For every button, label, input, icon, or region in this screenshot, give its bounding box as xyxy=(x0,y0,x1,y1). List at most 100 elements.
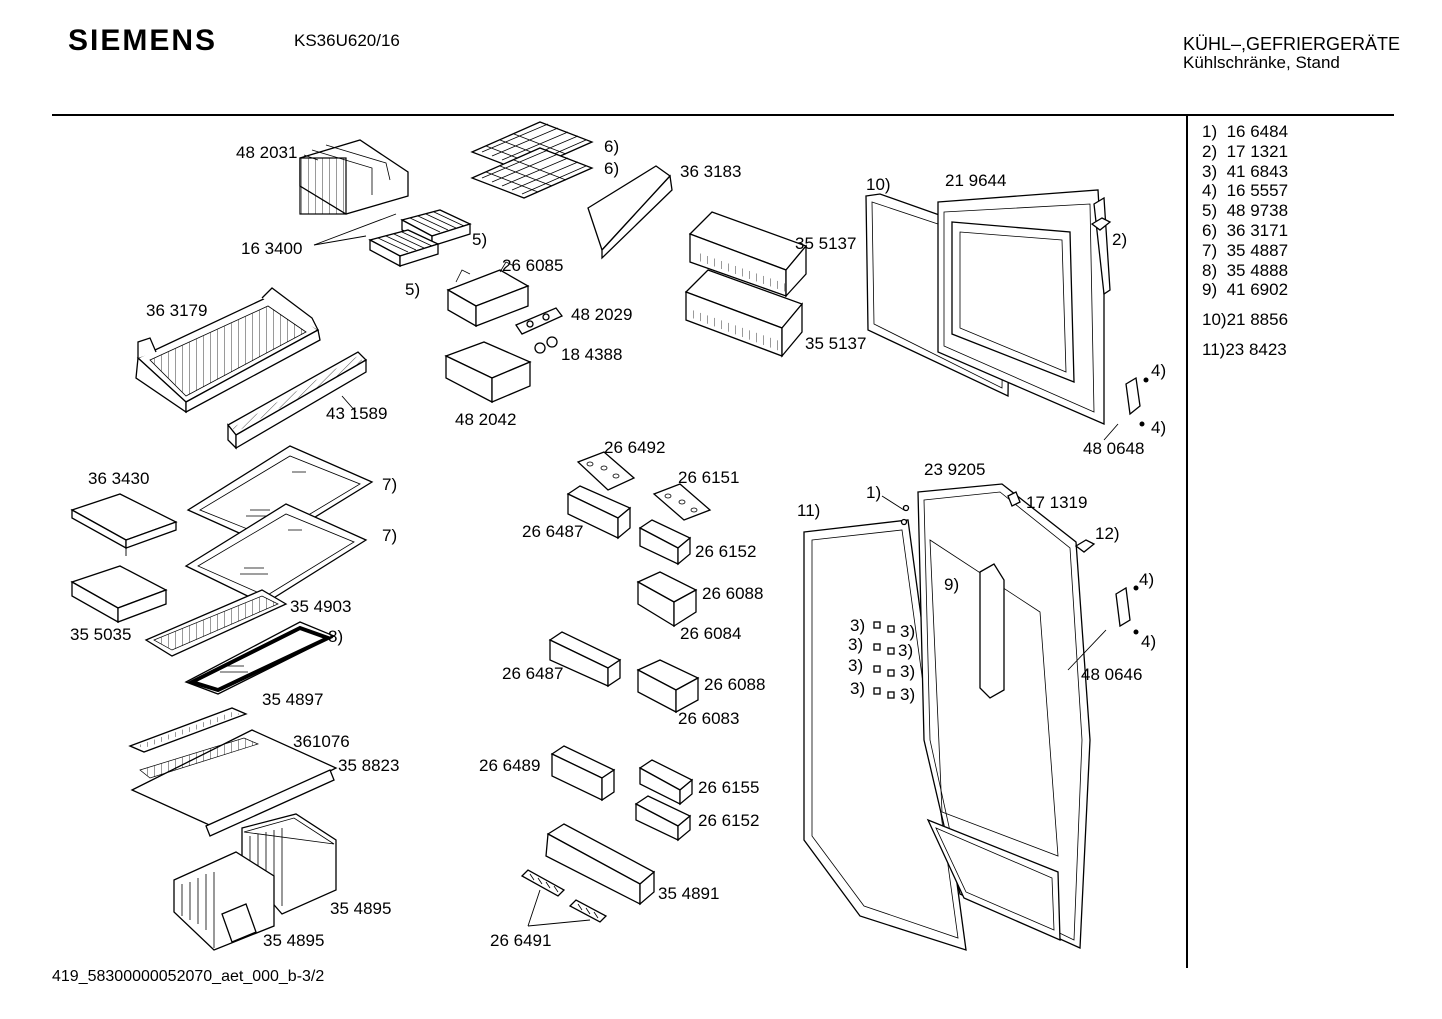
label-36-3179: 36 3179 xyxy=(146,301,207,320)
part-17-1319 xyxy=(1007,491,1021,507)
ref-2: 2) xyxy=(1112,230,1127,249)
bottle-rack-35-4891 xyxy=(545,823,656,906)
ref-3-left-1: 3) xyxy=(850,616,865,635)
label-26-6088-upper: 26 6088 xyxy=(702,584,763,603)
label-48-2029: 48 2029 xyxy=(571,305,632,324)
glass-shelf-35-4897 xyxy=(184,621,336,695)
legend-item: 11)23 8423 xyxy=(1202,339,1287,359)
door-bin-26-6152-lower xyxy=(634,795,692,842)
brand-logo: SIEMENS xyxy=(68,24,218,57)
document-id: 419_58300000052070_aet_000_b-3/2 xyxy=(52,968,325,985)
ref-5-lower: 5) xyxy=(405,280,420,299)
label-35-8823: 35 8823 xyxy=(338,756,399,775)
bottle-holder-26-6491 xyxy=(520,869,608,923)
label-35-5137-lower: 35 5137 xyxy=(805,334,866,353)
label-36-3183: 36 3183 xyxy=(680,162,741,181)
fridge-door-23-9205 xyxy=(917,483,1091,949)
bracket-26-6088-upper xyxy=(636,571,698,628)
label-35-4891: 35 4891 xyxy=(658,884,719,903)
ref-3-left-3: 3) xyxy=(848,656,863,675)
freezer-flap-43-1589 xyxy=(227,351,368,450)
label-48-2031: 48 2031 xyxy=(236,143,297,162)
label-26-6088-lower: 26 6088 xyxy=(704,675,765,694)
door-rack-35-5137-lower xyxy=(684,269,804,358)
ref-8: 8) xyxy=(328,627,343,646)
ref-4-d: 4) xyxy=(1141,632,1156,651)
hinge-cap-12 xyxy=(1074,539,1096,553)
label-35-5137-upper: 35 5137 xyxy=(795,234,856,253)
legend-item: 1) 16 6484 xyxy=(1202,122,1289,141)
label-26-6492: 26 6492 xyxy=(604,438,665,457)
shelf-frame-35-4903 xyxy=(144,589,288,657)
clips-3 xyxy=(873,621,895,699)
legend-item: 10)21 8856 xyxy=(1202,310,1289,330)
label-361076: 361076 xyxy=(293,732,350,751)
label-26-6152-lower: 26 6152 xyxy=(698,811,759,830)
label-35-4903: 35 4903 xyxy=(290,597,351,616)
legend-item: 3) 41 6843 xyxy=(1202,161,1289,181)
door-bin-26-6487-upper xyxy=(566,485,632,540)
ref-10: 10) xyxy=(866,175,891,194)
ref-7-lower: 7) xyxy=(382,526,397,545)
ref-4-c: 4) xyxy=(1139,570,1154,589)
tray-35-5035 xyxy=(70,565,168,624)
control-panel-48-2029 xyxy=(515,307,564,335)
fridge-gasket-11 xyxy=(803,519,967,951)
ref-3-right-4: 3) xyxy=(900,685,915,704)
egg-tray-26-6492 xyxy=(576,451,636,491)
freezer-flap-48-2031 xyxy=(299,139,409,215)
door-bin-26-6152-upper xyxy=(638,519,692,566)
legend-item: 6) 36 3171 xyxy=(1202,220,1289,240)
door-rack-35-5137-upper xyxy=(688,211,808,298)
crisper-drawer-35-4895-front xyxy=(173,851,275,951)
ref-3-right-1: 3) xyxy=(900,622,915,641)
legend-item: 9) 41 6902 xyxy=(1202,280,1289,300)
label-26-6083: 26 6083 xyxy=(678,709,739,728)
label-26-6085: 26 6085 xyxy=(502,256,563,275)
legend-item: 5) 48 9738 xyxy=(1202,201,1289,221)
legend-list: 1) 16 6484 2) 17 1321 3) 41 6843 4) 16 5… xyxy=(1202,122,1288,360)
hinge-48-0648 xyxy=(1125,376,1149,427)
ref-12: 12) xyxy=(1095,524,1120,543)
leader-lines xyxy=(303,154,1119,927)
freezer-door-21-9644 xyxy=(937,189,1111,425)
label-23-9205: 23 9205 xyxy=(924,460,985,479)
category-subtitle: Kühlschränke, Stand xyxy=(1183,53,1340,72)
label-26-6487-lower: 26 6487 xyxy=(502,664,563,683)
label-35-4897: 35 4897 xyxy=(262,690,323,709)
crisper-cover-35-8823 xyxy=(130,729,338,837)
ref-4-a: 4) xyxy=(1151,361,1166,380)
ref-9: 9) xyxy=(944,575,959,594)
ref-1: 1) xyxy=(866,483,881,502)
label-16-3400: 16 3400 xyxy=(241,239,302,258)
label-48-0646: 48 0646 xyxy=(1081,665,1142,684)
hinge-48-0646 xyxy=(1115,585,1139,635)
knob-18-4388 xyxy=(534,336,558,354)
cover-plate-36-3183 xyxy=(587,165,673,260)
egg-holder-26-6085 xyxy=(446,261,530,328)
model-number: KS36U620/16 xyxy=(294,31,400,50)
label-26-6487-upper: 26 6487 xyxy=(522,522,583,541)
label-17-1319: 17 1319 xyxy=(1026,493,1087,512)
bracket-26-6088-lower xyxy=(636,659,700,714)
legend-item: 8) 35 4888 xyxy=(1202,260,1289,280)
label-26-6155: 26 6155 xyxy=(698,778,759,797)
label-36-3430: 36 3430 xyxy=(88,469,149,488)
label-35-5035: 35 5035 xyxy=(70,625,131,644)
ref-6-top: 6) xyxy=(604,137,619,156)
label-48-2042: 48 2042 xyxy=(455,410,516,429)
label-26-6491: 26 6491 xyxy=(490,931,551,950)
shelf-36-3430 xyxy=(70,493,178,556)
screws-1 xyxy=(900,504,910,526)
ref-6-bottom: 6) xyxy=(604,159,619,178)
label-26-6489: 26 6489 xyxy=(479,756,540,775)
ref-11: 11) xyxy=(797,501,820,520)
ref-3-right-2: 3) xyxy=(898,641,913,660)
freezer-basket-36-3179 xyxy=(135,287,321,414)
door-bin-26-6487-lower xyxy=(548,631,622,688)
label-35-4895-rear: 35 4895 xyxy=(330,899,391,918)
hinge-2 xyxy=(1090,217,1112,231)
label-48-0648: 48 0648 xyxy=(1083,439,1144,458)
ref-3-left-2: 3) xyxy=(848,635,863,654)
